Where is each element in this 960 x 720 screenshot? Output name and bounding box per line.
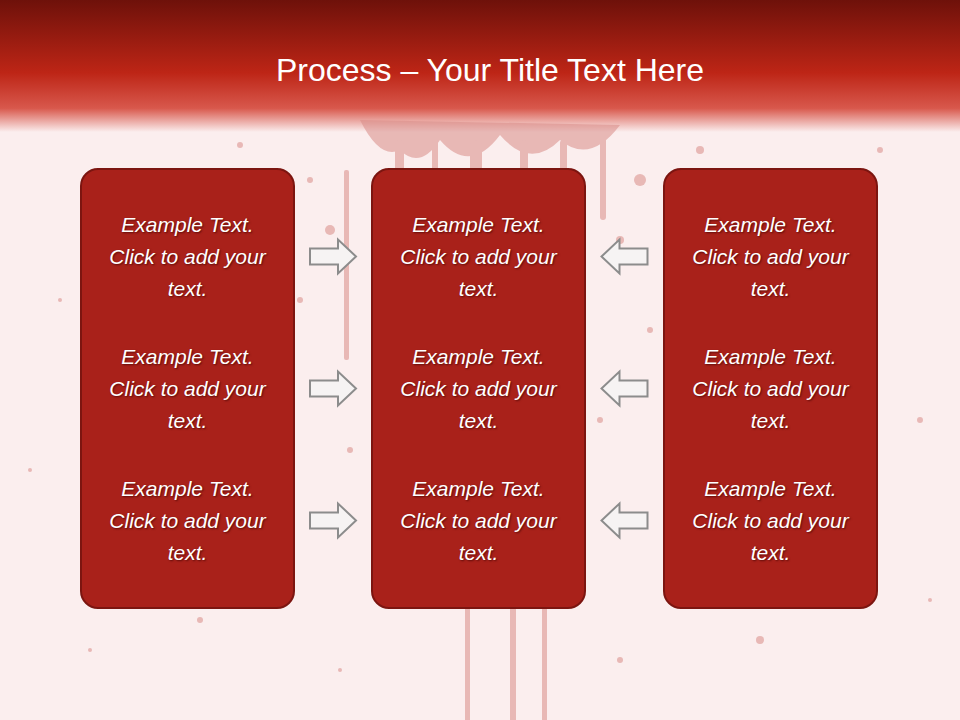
block-arrow: [602, 372, 648, 406]
block-arrow: [310, 504, 356, 538]
process-box: Example Text. Click to add your text. Exa…: [663, 168, 878, 609]
blood-splatter: [28, 120, 932, 720]
box-text: Example Text. Click to add your text.: [398, 473, 560, 569]
box-text: Example Text. Click to add your text.: [398, 209, 560, 305]
box-text: Example Text. Click to add your text.: [690, 341, 852, 437]
block-arrow: [602, 504, 648, 538]
block-arrow: [310, 240, 356, 274]
box-text: Example Text. Click to add your text.: [690, 209, 852, 305]
block-arrow: [602, 240, 648, 274]
box-text: Example Text. Click to add your text.: [107, 341, 269, 437]
box-text: Example Text. Click to add your text.: [690, 473, 852, 569]
process-box: Example Text. Click to add your text. Exa…: [80, 168, 295, 609]
box-text: Example Text. Click to add your text.: [107, 209, 269, 305]
block-arrow: [310, 372, 356, 406]
box-text: Example Text. Click to add your text.: [107, 473, 269, 569]
box-text: Example Text. Click to add your text.: [398, 341, 560, 437]
header-bar: [0, 0, 960, 132]
slide-title: Process – Your Title Text Here: [0, 50, 960, 90]
process-box: Example Text. Click to add your text. Exa…: [371, 168, 586, 609]
